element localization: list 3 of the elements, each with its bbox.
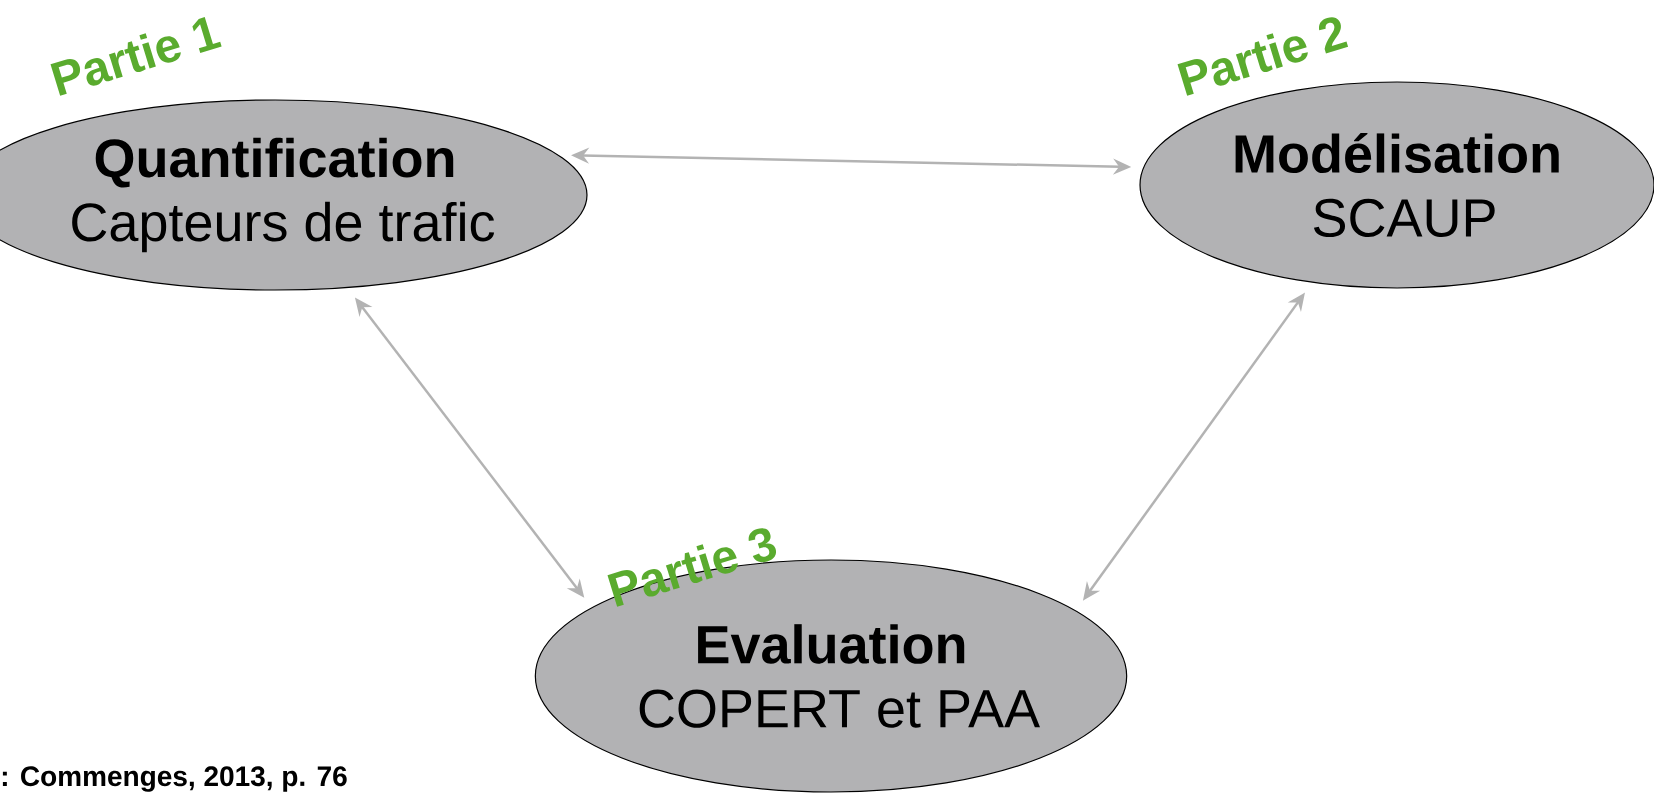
part-label: Partie 3 <box>607 528 777 607</box>
source-note: : Commenges, 2013, p. 76 <box>2 766 347 792</box>
part-label: Partie 1 <box>50 17 222 96</box>
